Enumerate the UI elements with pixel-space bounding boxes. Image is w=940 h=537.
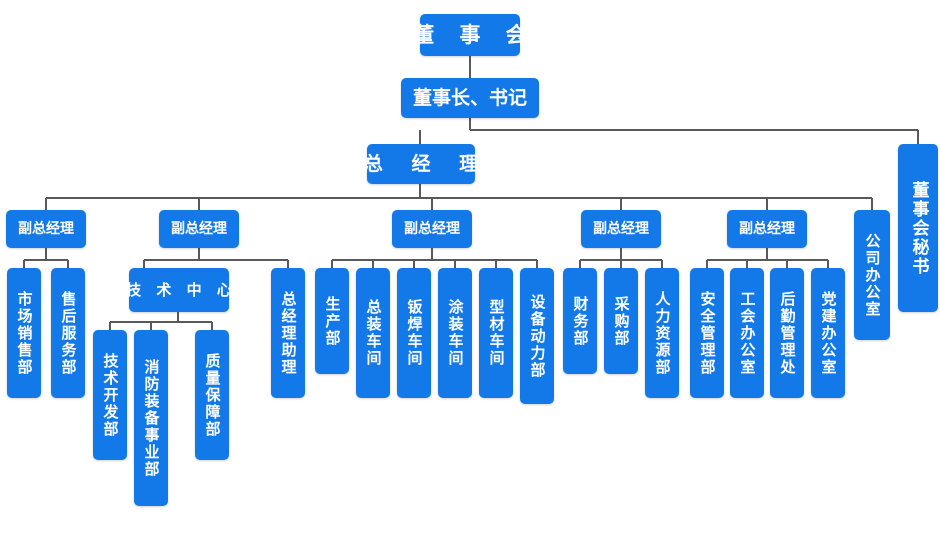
node-after-sales-dept[interactable]: 售后服务部 [51, 268, 85, 398]
node-tech-center-label: 技 术 中 心 [126, 280, 237, 299]
node-safety-mgmt-dept-label: 安全管理部 [698, 290, 717, 376]
node-board-secretary[interactable]: 董事会秘书 [898, 144, 938, 312]
node-board[interactable]: 董 事 会 [413, 14, 527, 56]
node-final-assembly-shop-label: 总装车间 [364, 299, 383, 367]
node-chairman-label: 董事长、书记 [412, 86, 527, 109]
node-final-assembly-shop[interactable]: 总装车间 [356, 268, 390, 398]
node-profile-shop-label: 型材车间 [487, 299, 506, 367]
node-profile-shop[interactable]: 型材车间 [479, 268, 513, 398]
node-market-sales-dept-label: 市场销售部 [15, 290, 34, 376]
node-purchasing-dept-label: 采购部 [612, 295, 631, 347]
node-party-building-office[interactable]: 党建办公室 [811, 268, 845, 398]
node-board-label: 董 事 会 [413, 22, 536, 47]
node-deputy-gm-2-label: 副总经理 [171, 221, 227, 237]
node-party-building-office-label: 党建办公室 [819, 290, 838, 376]
node-union-office[interactable]: 工会办公室 [730, 268, 764, 398]
node-general-manager-label: 总 经 理 [363, 152, 490, 175]
node-quality-assurance-dept-label: 质量保障部 [203, 352, 222, 438]
node-painting-shop[interactable]: 涂装车间 [438, 268, 472, 398]
node-board-secretary-label: 董事会秘书 [908, 180, 929, 276]
node-tech-center[interactable]: 技 术 中 心 [126, 268, 232, 312]
node-deputy-gm-3-label: 副总经理 [404, 221, 460, 237]
node-deputy-gm-1[interactable]: 副总经理 [6, 210, 86, 248]
node-quality-assurance-dept[interactable]: 质量保障部 [195, 330, 229, 460]
node-finance-dept[interactable]: 财务部 [563, 268, 597, 374]
node-fire-equip-division-label: 消防装备事业部 [142, 358, 161, 478]
node-production-dept-label: 生产部 [323, 295, 342, 347]
node-sheet-welding-shop-label: 钣焊车间 [405, 299, 424, 367]
node-deputy-gm-2[interactable]: 副总经理 [159, 210, 239, 248]
node-company-office-label: 公司办公室 [863, 232, 882, 318]
node-deputy-gm-5[interactable]: 副总经理 [727, 210, 807, 248]
node-safety-mgmt-dept[interactable]: 安全管理部 [690, 268, 724, 398]
node-union-office-label: 工会办公室 [738, 290, 757, 376]
node-fire-equip-division[interactable]: 消防装备事业部 [134, 330, 168, 506]
node-market-sales-dept[interactable]: 市场销售部 [7, 268, 41, 398]
node-deputy-gm-4[interactable]: 副总经理 [581, 210, 661, 248]
node-general-manager[interactable]: 总 经 理 [364, 144, 478, 184]
node-hr-dept[interactable]: 人力资源部 [645, 268, 679, 398]
node-purchasing-dept[interactable]: 采购部 [604, 268, 638, 374]
node-painting-shop-label: 涂装车间 [446, 299, 465, 367]
node-deputy-gm-4-label: 副总经理 [593, 221, 649, 237]
node-finance-dept-label: 财务部 [571, 295, 590, 347]
node-logistics-mgmt-office-label: 后勤管理处 [778, 290, 797, 376]
node-deputy-gm-3[interactable]: 副总经理 [392, 210, 472, 248]
node-gm-assistant-label: 总经理助理 [279, 290, 298, 376]
node-hr-dept-label: 人力资源部 [653, 290, 672, 376]
node-equipment-power-dept[interactable]: 设备动力部 [520, 268, 554, 404]
node-deputy-gm-5-label: 副总经理 [739, 221, 795, 237]
node-logistics-mgmt-office[interactable]: 后勤管理处 [770, 268, 804, 398]
node-tech-dev-dept[interactable]: 技术开发部 [93, 330, 127, 460]
node-equipment-power-dept-label: 设备动力部 [528, 293, 547, 379]
node-chairman[interactable]: 董事长、书记 [401, 78, 539, 118]
node-production-dept[interactable]: 生产部 [315, 268, 349, 374]
node-sheet-welding-shop[interactable]: 钣焊车间 [397, 268, 431, 398]
node-tech-dev-dept-label: 技术开发部 [101, 352, 120, 438]
node-gm-assistant[interactable]: 总经理助理 [271, 268, 305, 398]
node-after-sales-dept-label: 售后服务部 [59, 290, 78, 376]
node-company-office[interactable]: 公司办公室 [854, 210, 890, 340]
node-deputy-gm-1-label: 副总经理 [18, 221, 74, 237]
